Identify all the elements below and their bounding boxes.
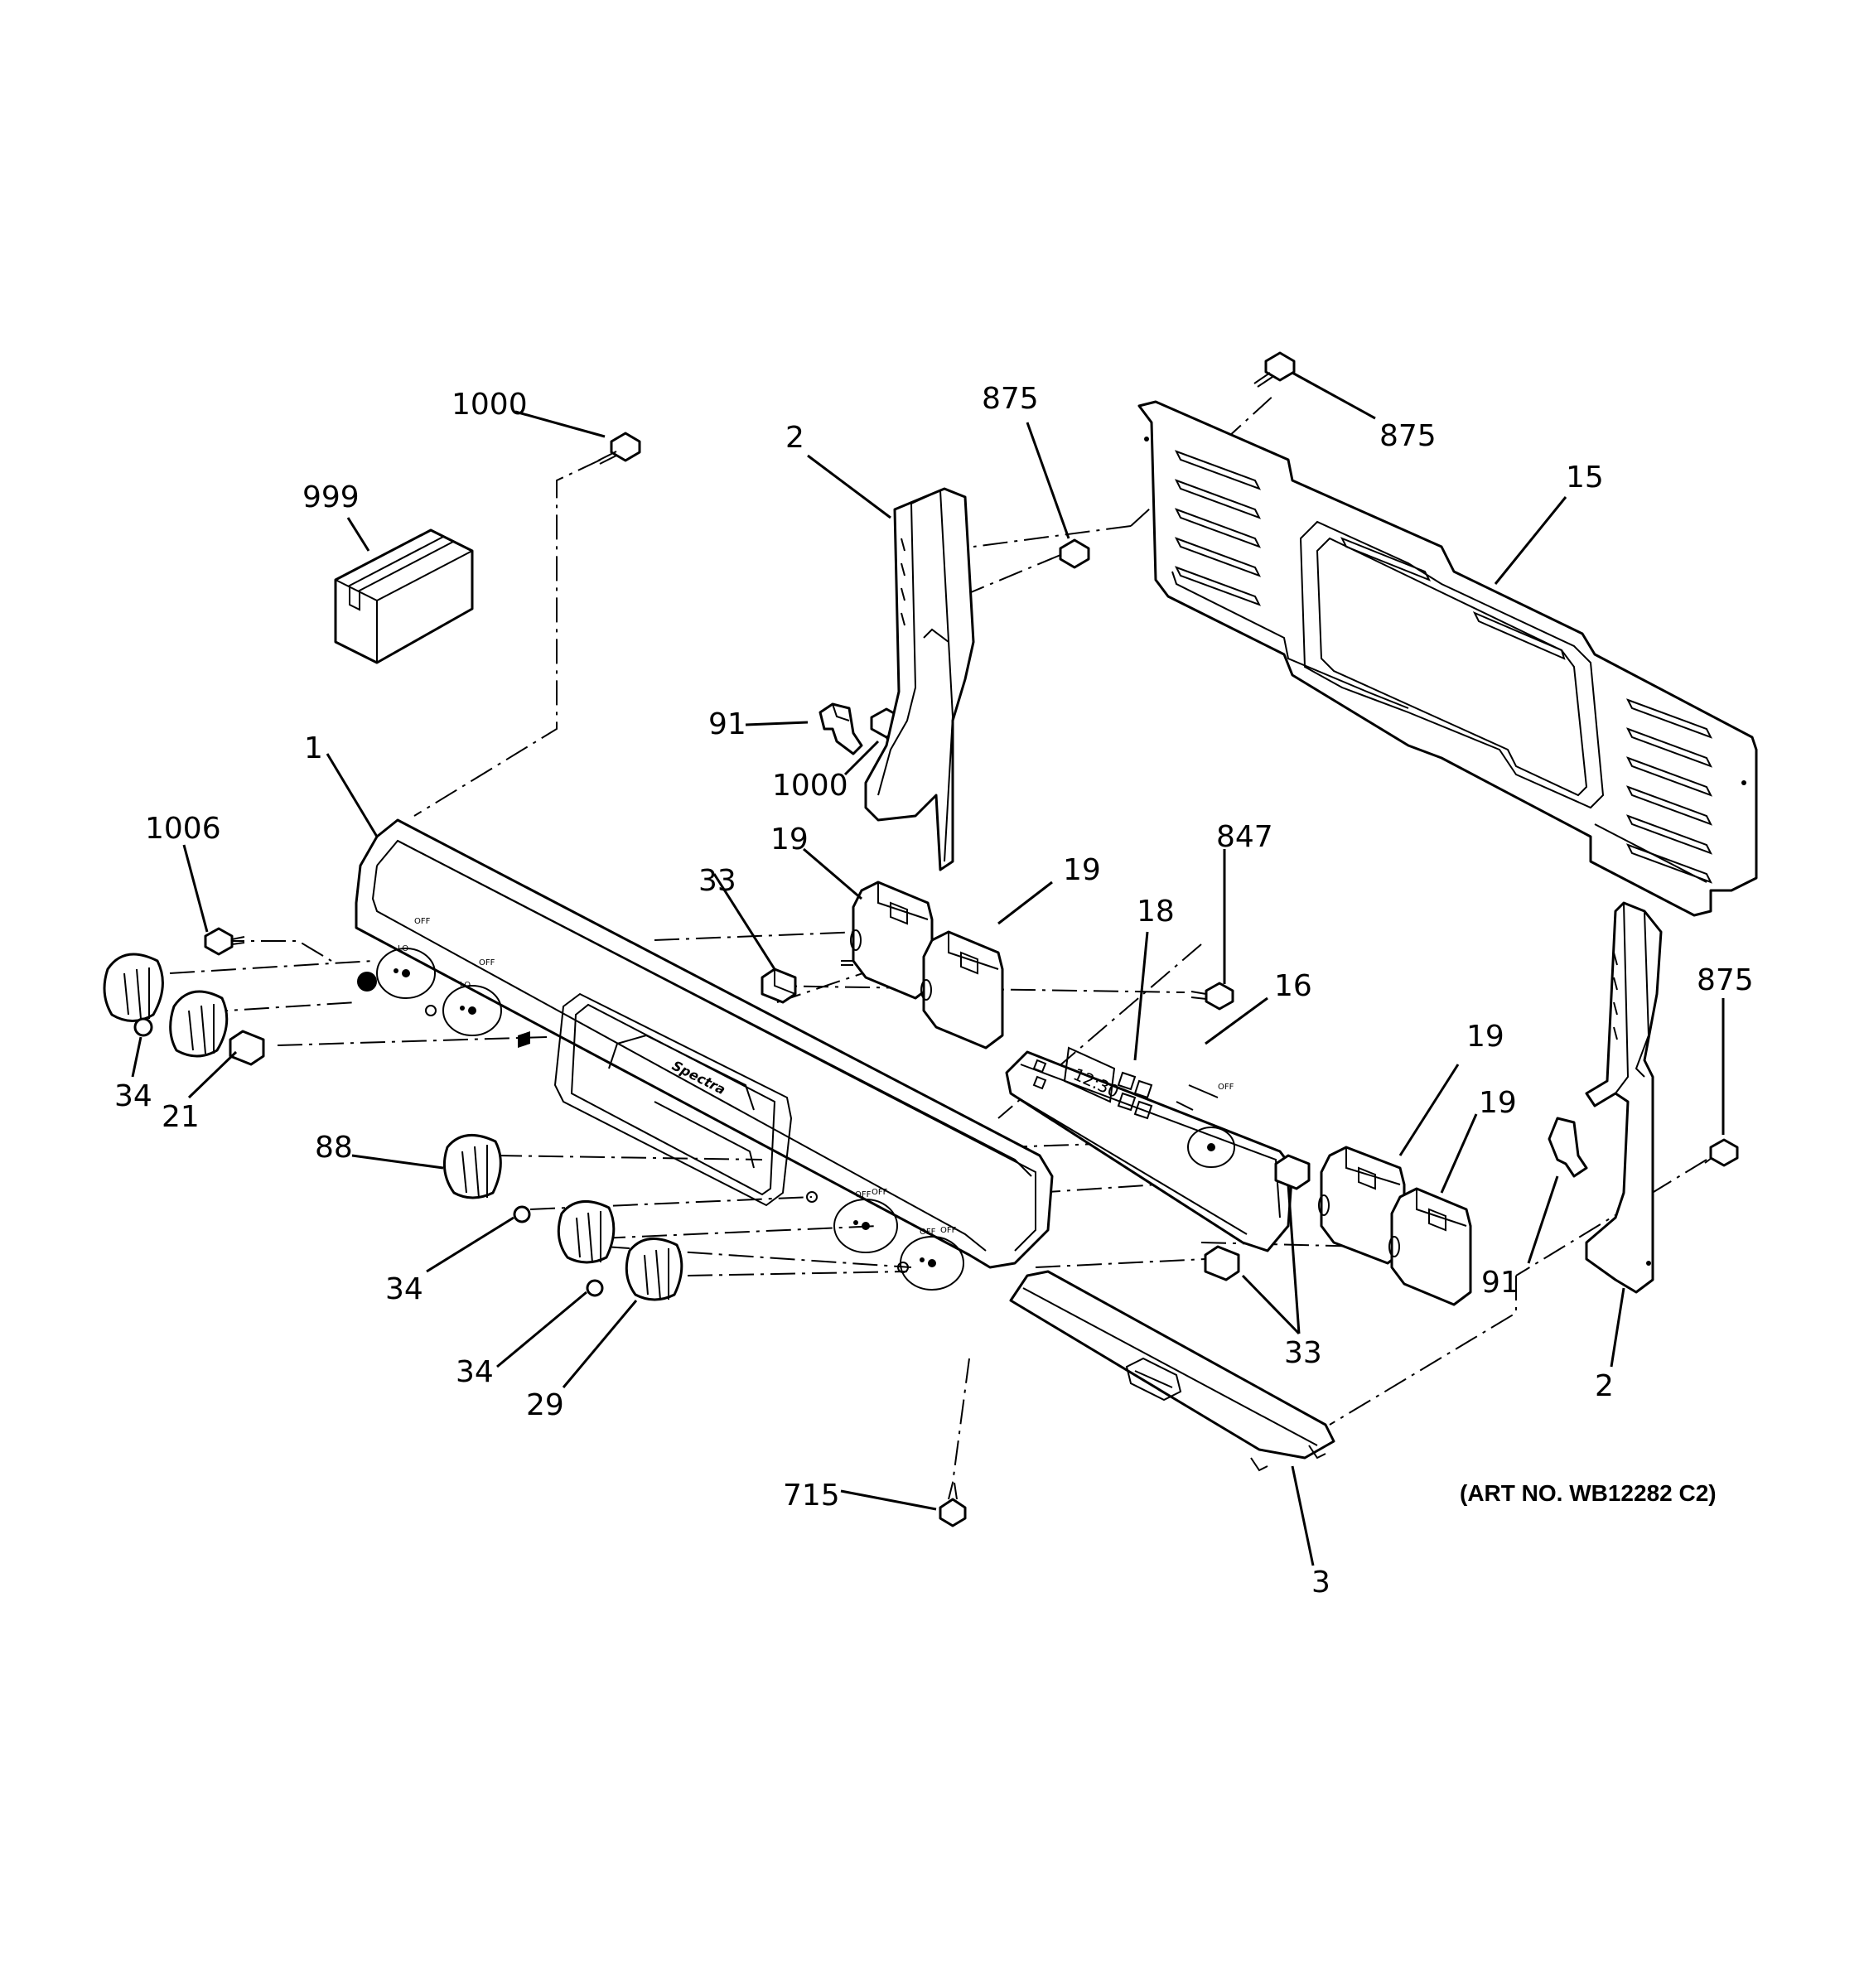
screw-715 [939, 1482, 967, 1527]
label-875-mid: 875 [982, 382, 1039, 416]
label-34-a: 34 [114, 1079, 152, 1113]
screw-875-top [1253, 351, 1296, 388]
label-91-right: 91 [1481, 1266, 1519, 1300]
touch-keys [1032, 1059, 1153, 1120]
literature-box [334, 528, 474, 664]
knob-29 [625, 1237, 683, 1301]
dial-label-lo: LO [398, 944, 408, 953]
dial-label-lo: OFF [920, 1228, 936, 1237]
label-29: 29 [526, 1388, 564, 1422]
label-2-top: 2 [785, 421, 804, 455]
oven-selector: OFF [1187, 1083, 1235, 1168]
dial-label-lo: LO [460, 981, 471, 990]
screw-1000-top [597, 432, 641, 465]
electronic-control: 12:30 OFF [1005, 1046, 1294, 1252]
label-88: 88 [315, 1131, 353, 1165]
bracket-91-right [1548, 1117, 1588, 1178]
rear-left-dial: LO OFF [376, 917, 436, 999]
dial-label-off: OFF [872, 1188, 888, 1197]
indicator-light [357, 972, 377, 992]
label-1000-mid: 1000 [772, 769, 848, 803]
knob-88 [442, 1133, 502, 1199]
label-19-b: 19 [1063, 853, 1101, 887]
label-1000-top: 1000 [452, 388, 528, 422]
label-19-c: 19 [1466, 1020, 1504, 1054]
label-875-right: 875 [1697, 963, 1754, 997]
plug-34-c [586, 1279, 604, 1297]
label-18: 18 [1137, 895, 1175, 929]
label-1: 1 [304, 731, 323, 765]
lamp-33-top [761, 967, 797, 1004]
slot-column [901, 538, 905, 626]
side-trim-top [864, 487, 975, 871]
selector-off: OFF [1218, 1083, 1234, 1092]
vent-slots-right [1625, 698, 1713, 884]
screw-1006 [204, 927, 245, 956]
label-33-bottom: 33 [1284, 1336, 1322, 1370]
bracket-91-left [819, 702, 863, 755]
label-2-bottom: 2 [1595, 1369, 1614, 1403]
bottom-trim [1009, 1270, 1335, 1472]
screw-847 [1190, 982, 1234, 1011]
knob-rear-left [103, 953, 164, 1022]
label-34-c: 34 [456, 1355, 494, 1389]
label-19-a: 19 [770, 823, 809, 856]
lamp-33-bottom [1204, 1245, 1240, 1281]
dial-label-off: OFF [940, 1226, 957, 1235]
label-15: 15 [1566, 461, 1604, 495]
rear-panel [1137, 400, 1758, 917]
leader-lines [131, 371, 1725, 1566]
switch-19-d [1388, 1187, 1472, 1306]
art-number: (ART NO. WB12282 C2) [1460, 1480, 1717, 1506]
knob-front-left [169, 990, 229, 1058]
screw-875-right [1704, 1138, 1739, 1167]
label-1006: 1006 [145, 812, 221, 846]
label-19-d: 19 [1479, 1086, 1517, 1120]
label-33-top: 33 [698, 864, 736, 898]
label-16: 16 [1274, 969, 1312, 1003]
switch-19-b [920, 930, 1004, 1049]
control-panel: Spectra LO OFF LO OFF OFF OFF [355, 818, 1054, 1291]
lamp-21 [229, 1030, 265, 1066]
label-999: 999 [302, 480, 360, 514]
dial-label-lo: OFF [855, 1190, 872, 1199]
plug-34-b [513, 1205, 531, 1223]
dial-label-off: OFF [479, 958, 495, 967]
dial-label-off: OFF [414, 917, 431, 926]
label-91-left: 91 [708, 707, 746, 741]
knob-rear-right [557, 1199, 616, 1264]
label-21: 21 [162, 1100, 200, 1134]
label-3: 3 [1311, 1566, 1330, 1600]
rear-right-dial: OFF OFF [833, 1188, 898, 1253]
plug-34-a [133, 1017, 153, 1037]
callout-labels: 1000 999 2 875 875 15 91 1000 1 1006 19 … [114, 382, 1754, 1600]
lamp-33-right [1274, 1154, 1311, 1190]
label-34-b: 34 [385, 1272, 423, 1306]
front-left-dial: LO OFF [442, 958, 502, 1036]
vent-slots-left [1174, 450, 1262, 606]
side-trim-bottom [1585, 901, 1663, 1294]
label-847: 847 [1216, 820, 1273, 854]
label-875-top: 875 [1379, 419, 1437, 453]
label-715: 715 [783, 1479, 840, 1513]
switch-19-a [841, 881, 934, 1000]
slot-column [1613, 952, 1618, 1040]
screw-875-mid [1059, 538, 1090, 569]
